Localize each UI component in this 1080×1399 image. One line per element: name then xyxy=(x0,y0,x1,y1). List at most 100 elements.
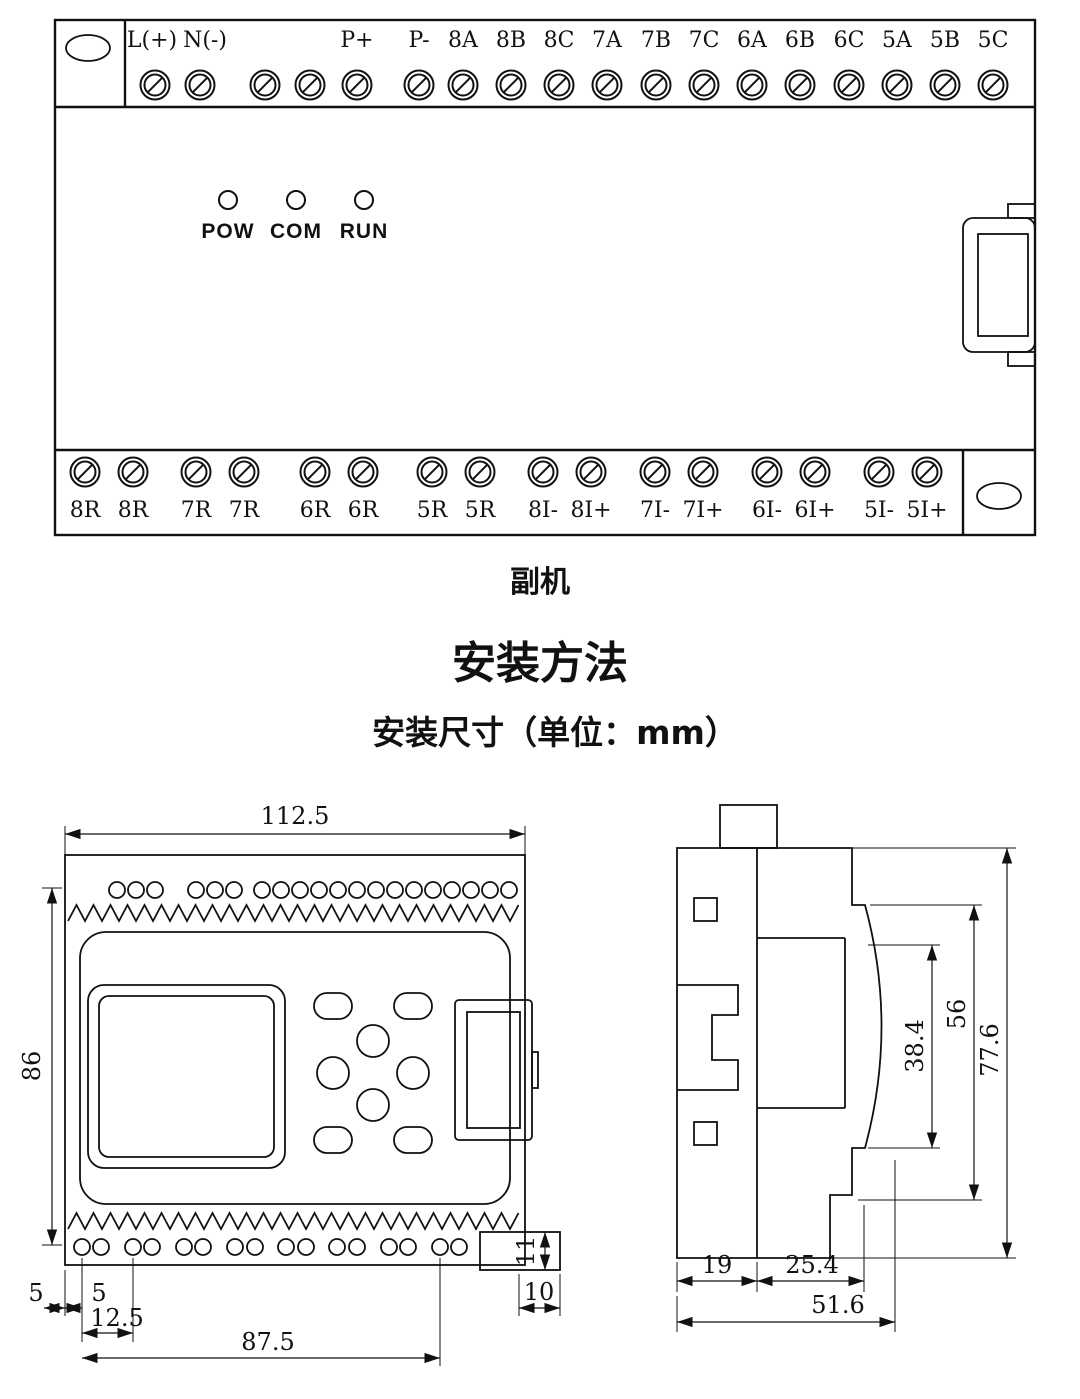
vent-hole xyxy=(272,881,290,899)
terminal-label: 7I+ xyxy=(682,498,723,523)
keypad xyxy=(313,992,433,1154)
screw-terminal xyxy=(799,456,831,488)
screw-terminal xyxy=(228,456,260,488)
key-top-left xyxy=(313,992,353,1020)
terminal-label: 7R xyxy=(181,498,213,523)
screw-terminal xyxy=(184,69,216,101)
dim-edge: 5 xyxy=(28,1279,43,1307)
mounting-slot-bottom-right xyxy=(976,482,1022,510)
dim-step-w: 10 xyxy=(524,1278,555,1306)
terminal-label: 6R xyxy=(300,498,332,523)
screw-terminal xyxy=(833,69,865,101)
front-panel xyxy=(79,931,511,1205)
pow-led-label: POW xyxy=(201,220,254,243)
terminal-label: 8A xyxy=(448,28,479,53)
terminal-label: 5B xyxy=(930,28,960,53)
din-clip-top xyxy=(719,804,778,849)
terminal-hole xyxy=(348,1238,366,1256)
screw-terminal xyxy=(299,456,331,488)
terminal-label: 6I+ xyxy=(794,498,835,523)
front-connector xyxy=(454,999,539,1141)
install-method-heading: 安装方法 xyxy=(452,638,628,689)
screw-terminal xyxy=(543,69,575,101)
install-size-heading: 安装尺寸（单位：mm） xyxy=(372,713,738,752)
vent-hole xyxy=(206,881,224,899)
screw-terminal xyxy=(736,69,768,101)
status-leds: POW COM RUN xyxy=(201,190,387,243)
connector-tab-bottom xyxy=(1007,351,1036,367)
vent-hole xyxy=(291,881,309,899)
terminal-hole xyxy=(124,1238,142,1256)
serration-top xyxy=(67,903,520,923)
screw-terminal xyxy=(591,69,623,101)
vent-hole xyxy=(225,881,243,899)
dim-span: 87.5 xyxy=(241,1328,294,1356)
screw-terminal xyxy=(640,69,672,101)
vent-hole xyxy=(187,881,205,899)
run-led xyxy=(354,190,374,210)
side-outline xyxy=(676,847,883,1259)
screw-terminal xyxy=(911,456,943,488)
bottom-terminal-labels: 8R 8R 7R 7R 6R 6R 5R 5R 8I- 8I+ 7I- 7I+ … xyxy=(70,498,948,523)
terminal-hole xyxy=(328,1238,346,1256)
dim-body: 56 xyxy=(943,999,971,1030)
screw-terminal xyxy=(139,69,171,101)
screw-terminal xyxy=(447,69,479,101)
key-up xyxy=(356,1024,390,1058)
screw-terminal xyxy=(881,69,913,101)
vent-hole xyxy=(348,881,366,899)
screw-terminal xyxy=(751,456,783,488)
terminal-label: P- xyxy=(408,28,429,53)
vent-hole xyxy=(329,881,347,899)
screw-terminal xyxy=(863,456,895,488)
terminal-hole xyxy=(246,1238,264,1256)
side-view: 38.4 56 77.6 19 25.4 51.6 xyxy=(676,804,1016,1332)
screw-terminal xyxy=(527,456,559,488)
vent-hole xyxy=(108,881,126,899)
connector-nub xyxy=(531,1051,539,1089)
terminal-label: 5R xyxy=(417,498,449,523)
terminal-label: 8R xyxy=(118,498,150,523)
din-rail-notch xyxy=(677,984,739,1091)
vent-hole xyxy=(386,881,404,899)
terminal-hole xyxy=(175,1238,193,1256)
terminal-hole xyxy=(194,1238,212,1256)
terminal-label: 7R xyxy=(229,498,261,523)
screw-terminal xyxy=(180,456,212,488)
dim-rail: 19 xyxy=(702,1251,733,1279)
key-left xyxy=(316,1056,350,1090)
vent-hole xyxy=(310,881,328,899)
screw-terminal xyxy=(341,69,373,101)
front-view: 112.5 86 5 5 12.5 87.5 10 11 xyxy=(18,802,561,1366)
unit-caption: 副机 xyxy=(510,565,570,600)
mounting-slot-top-left xyxy=(65,34,111,62)
terminal-label: P+ xyxy=(340,28,373,53)
key-top-right xyxy=(393,992,433,1020)
terminal-label: 5I+ xyxy=(906,498,947,523)
dim-window: 38.4 xyxy=(901,1019,929,1072)
terminal-label: 7A xyxy=(592,28,623,53)
top-terminal-labels: L(+) N(-) P+ P- 8A 8B 8C 7A 7B 7C 6A 6B … xyxy=(127,28,1009,53)
terminal-hole xyxy=(277,1238,295,1256)
connector-socket xyxy=(466,1011,521,1129)
terminal-hole xyxy=(380,1238,398,1256)
vent-hole xyxy=(462,881,480,899)
dim-total: 77.6 xyxy=(976,1023,1004,1076)
vent-hole xyxy=(481,881,499,899)
terminal-label: 5I- xyxy=(864,498,894,523)
terminal-label: 8C xyxy=(544,28,575,53)
front-dimension-lines xyxy=(44,828,560,1364)
display-screen xyxy=(98,995,275,1158)
side-slot-top xyxy=(693,897,718,922)
screw-terminal xyxy=(347,456,379,488)
dim-pitch: 12.5 xyxy=(90,1304,143,1332)
vent-hole xyxy=(146,881,164,899)
connector-socket xyxy=(977,233,1029,337)
screw-terminal xyxy=(929,69,961,101)
dim-height: 86 xyxy=(18,1051,46,1082)
terminal-label: 6I- xyxy=(752,498,782,523)
screw-terminal xyxy=(403,69,435,101)
terminal-hole xyxy=(399,1238,417,1256)
front-extension-lines xyxy=(42,826,561,1366)
